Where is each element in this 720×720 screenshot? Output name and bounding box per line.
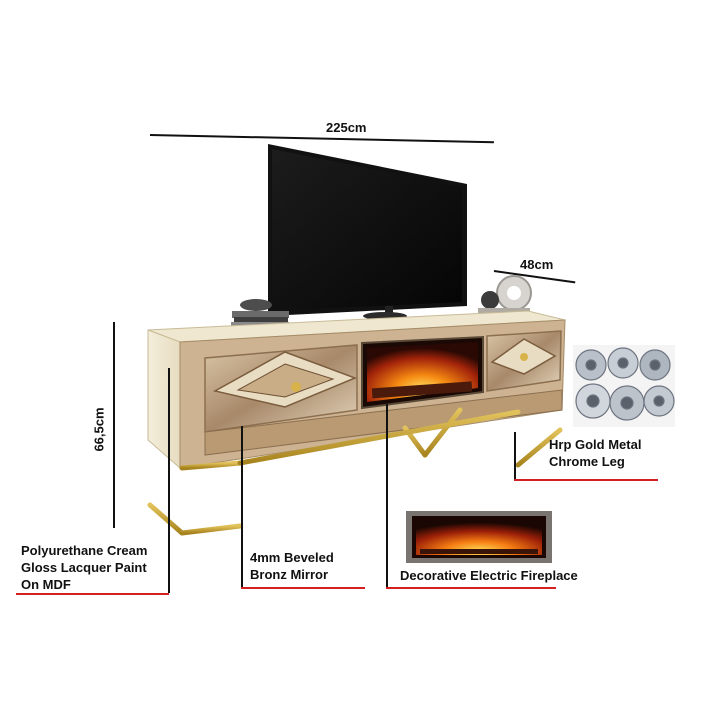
television (268, 144, 467, 320)
mirror-door-right (486, 330, 562, 392)
mirror-label-line2: Bronz Mirror (250, 567, 328, 582)
leg-label-line2: Chrome Leg (549, 454, 625, 469)
gold-metal-legs (147, 387, 563, 536)
mirror-label-line1: 4mm Beveled (250, 550, 334, 565)
paint-label-line2: Gloss Lacquer Paint (21, 560, 147, 575)
paint-label-line3: On MDF (21, 577, 71, 592)
mirror-underline (241, 587, 365, 589)
fireplace-label: Decorative Electric Fireplace (400, 568, 578, 583)
steel-coils-image (573, 345, 675, 427)
leg-underline (514, 479, 658, 481)
paint-label-line1: Polyurethane Cream (21, 543, 148, 558)
leg-pointer-line (514, 432, 516, 480)
paint-pointer-line (168, 368, 170, 593)
fireplace-insert (361, 335, 484, 410)
mirror-pointer-line (241, 426, 243, 588)
leg-label-line1: Hrp Gold Metal (549, 437, 642, 452)
paint-underline (16, 593, 169, 595)
depth-label: 48cm (520, 257, 554, 272)
fireplace-closeup-image (406, 511, 552, 563)
fireplace-pointer-line (386, 404, 388, 588)
mirror-door-left (204, 344, 358, 433)
decor-ring-sculpture (478, 275, 532, 314)
width-label: 225cm (326, 120, 367, 135)
height-dimension-line (113, 322, 115, 528)
fireplace-underline (386, 587, 556, 589)
